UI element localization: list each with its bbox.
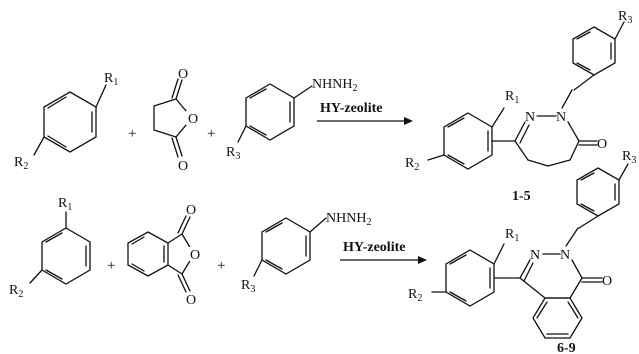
row1-anhydride-o-bottom: O <box>178 159 188 174</box>
row2-phthalic-anhydride: O O O <box>127 203 204 308</box>
row1-reaction-arrow: HY-zeolite <box>317 101 413 125</box>
row2-reaction-arrow: HY-zeolite <box>340 240 427 264</box>
row2-anhydride-o-ring: O <box>190 248 200 263</box>
row1-anhydride-o-top: O <box>178 67 188 82</box>
row1-product-r2: R2 <box>405 156 419 173</box>
row1-product-o: O <box>597 137 607 152</box>
row2-product-label: 6-9 <box>557 341 576 354</box>
row1-benzene-r1: R1 <box>104 71 118 88</box>
row2-nhnh2: NHNH2 <box>326 211 371 228</box>
row1-product: R1 R2 R3 N N O 1-5 <box>405 9 632 204</box>
row1-hydrazine-r3: R3 <box>226 145 240 162</box>
row2-catalyst-label: HY-zeolite <box>343 240 405 255</box>
row1-nhnh2: NHNH2 <box>312 77 357 94</box>
row2-product-n1: N <box>530 248 540 263</box>
row2-product-r2: R2 <box>408 287 422 304</box>
row1-product-r3: R3 <box>618 9 632 26</box>
row1-anhydride-o-ring: O <box>188 112 198 127</box>
row2-product-o: O <box>602 274 612 289</box>
row2-product-r1: R1 <box>505 227 519 244</box>
row1-plus-1: + <box>128 126 136 142</box>
row1-aryl-hydrazine: NHNH2 R3 <box>226 77 357 162</box>
row2-product: R1 R2 R3 N N O 6-9 <box>408 149 636 354</box>
row1-product-label: 1-5 <box>512 189 531 204</box>
row2-plus-1: + <box>107 258 115 274</box>
row2-hydrazine-r3: R3 <box>241 278 255 295</box>
row2-anhydride-o-top: O <box>186 203 196 218</box>
row2-aryl-hydrazine: NHNH2 R3 <box>241 211 371 295</box>
row2-product-n2: N <box>560 248 570 263</box>
row2-benzene: R1 R2 <box>9 196 91 300</box>
row2-plus-2: + <box>217 258 225 274</box>
row1-product-n1: N <box>525 110 535 125</box>
row1-catalyst-label: HY-zeolite <box>320 101 382 116</box>
row1-product-r1: R1 <box>505 89 519 106</box>
row1-plus-2: + <box>207 126 215 142</box>
row2-product-r3: R3 <box>622 149 636 166</box>
row1-benzene-r2: R2 <box>14 155 28 172</box>
row2-anhydride-o-bottom: O <box>186 293 196 308</box>
row1-succinic-anhydride: O O O <box>153 67 202 174</box>
row1-benzene: R1 R2 <box>14 71 118 172</box>
row2-benzene-r2: R2 <box>9 283 23 300</box>
row1-product-n2: N <box>556 110 566 125</box>
row2-benzene-r1: R1 <box>58 196 72 213</box>
